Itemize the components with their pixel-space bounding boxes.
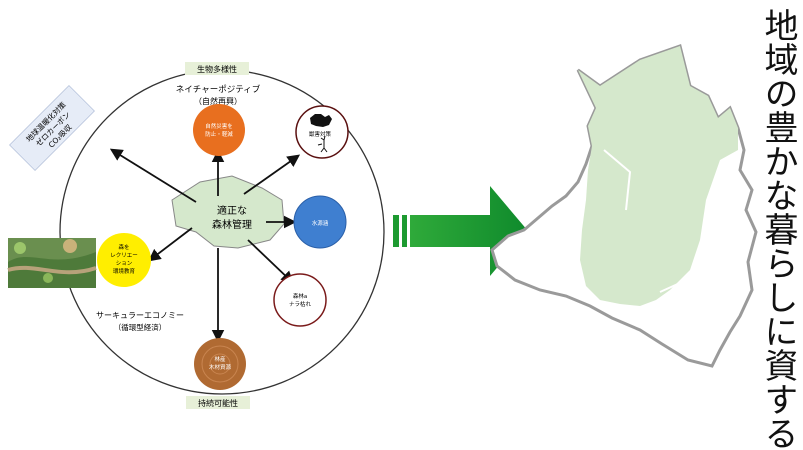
arrow-lower-right	[247, 239, 294, 284]
center-label-1: 適正な	[217, 204, 247, 217]
node-recreation-line-4: 環境教育	[113, 267, 136, 275]
node-recreation-line-2: レクリエー	[110, 252, 138, 259]
sustainability-label-bg	[186, 396, 250, 409]
arrow-upper-right	[243, 154, 301, 195]
node-wildlife-label: 獣害対策	[309, 130, 332, 138]
map-green-area	[578, 46, 738, 306]
node-timber-line-1: 林産	[214, 355, 226, 363]
node-disaster-line-1: 自然災害を	[205, 122, 233, 130]
node-disaster: 自然災害を 防止・軽減	[193, 104, 245, 156]
map-river	[659, 272, 713, 303]
biodiversity-label-bg	[185, 62, 249, 75]
node-water-label: 水源涵	[312, 219, 329, 227]
nature-positive-label: ネイチャーポジティブ	[176, 84, 261, 95]
node-recreation-line-1: 森を	[118, 243, 129, 251]
node-timber-line-2: 木材資源	[209, 363, 232, 371]
node-water: 水源涵	[293, 195, 347, 249]
node-forest: 森林a ナラ枯れ	[273, 273, 327, 327]
arrow-upper-left	[109, 148, 197, 203]
node-recreation-line-3: ション	[116, 261, 133, 267]
node-timber: 林産 木材資源	[194, 338, 246, 390]
biodiversity-label: 生物多様性	[197, 64, 237, 74]
circular-economy-sublabel: （循環型経済）	[114, 322, 167, 332]
center-label-2: 森林管理	[212, 218, 252, 231]
sustainability-label: 持続可能性	[198, 398, 238, 408]
circular-economy-label: サーキュラーエコノミー	[96, 311, 184, 320]
node-forest-line-1: 森林a	[293, 292, 307, 300]
vertical-title: 地域の豊かな暮らしに資する	[758, 8, 798, 450]
diagram-canvas: 生物多様性 持続可能性 ネイチャーポジティブ （自然再興） サーキュラーエコノミ…	[7, 44, 758, 409]
node-disaster-line-2: 防止・軽減	[205, 130, 233, 138]
arrow-left	[147, 227, 193, 262]
node-wildlife: 獣害対策	[295, 105, 349, 159]
landscape-photo	[7, 238, 97, 288]
deer-icon	[317, 135, 328, 153]
connector-arrows	[109, 148, 301, 343]
node-forest-line-2: ナラ枯れ	[289, 300, 312, 308]
small-region-map	[171, 175, 285, 249]
node-recreation: 森を レクリエー ション 環境教育	[97, 233, 151, 287]
bear-icon	[310, 114, 332, 127]
map-road	[603, 149, 632, 211]
nature-positive-sublabel: （自然再興）	[194, 96, 242, 106]
